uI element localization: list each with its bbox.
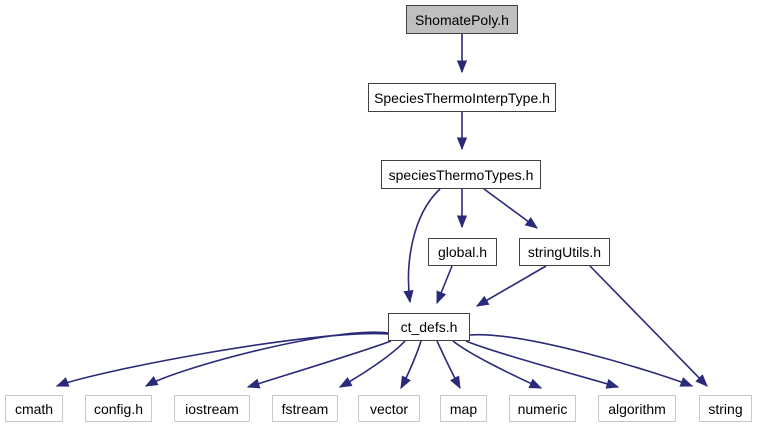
graph-edge-ctdefs-to-numeric (452, 340, 543, 389)
graph-edge-stringutils-to-string (589, 265, 708, 387)
graph-node-label: SpeciesThermoInterpType.h (374, 89, 550, 106)
graph-node-label: cmath (14, 400, 54, 417)
graph-edge-ctdefs-to-fstream (338, 340, 406, 388)
graph-node-label: vector (369, 400, 409, 417)
graph-node-label: global.h (437, 244, 488, 260)
graph-node-label: algorithm (608, 400, 666, 417)
graph-node-label: config.h (93, 400, 144, 417)
graph-node-iostream[interactable]: iostream (174, 395, 250, 422)
graph-node-config[interactable]: config.h (85, 395, 152, 422)
graph-node-fstream[interactable]: fstream (272, 395, 338, 422)
graph-edge-ctdefs-to-config (144, 331, 389, 387)
graph-node-vector[interactable]: vector (358, 395, 420, 422)
graph-edge-stringutils-to-ctdefs (475, 265, 547, 307)
graph-node-algorithm[interactable]: algorithm (598, 395, 676, 422)
graph-node-label: speciesThermoTypes.h (388, 166, 534, 183)
graph-edge-ctdefs-to-string (469, 333, 694, 387)
graph-node-shomatepoly[interactable]: ShomatePoly.h (406, 5, 518, 34)
graph-node-label: iostream (185, 400, 239, 417)
graph-edge-global-to-ctdefs (436, 265, 453, 305)
graph-edge-ctdefs-to-vector (400, 340, 422, 390)
graph-edge-speciestypes-to-ctdefs (403, 188, 441, 304)
graph-node-string[interactable]: string (699, 395, 752, 422)
graph-node-map[interactable]: map (440, 395, 487, 422)
graph-node-label: string (708, 400, 743, 417)
graph-node-stringutils[interactable]: stringUtils.h (519, 238, 610, 266)
graph-edge-ctdefs-to-map (436, 340, 461, 390)
graph-node-label: ct_defs.h (400, 319, 458, 335)
graph-node-global[interactable]: global.h (428, 238, 497, 266)
graph-edge-ctdefs-to-iostream (246, 340, 392, 389)
graph-node-label: stringUtils.h (527, 244, 602, 260)
graph-node-numeric[interactable]: numeric (509, 395, 576, 422)
graph-node-label: ShomatePoly.h (415, 11, 509, 28)
graph-node-cmath[interactable]: cmath (5, 395, 63, 422)
graph-node-label: numeric (517, 400, 568, 417)
graph-edge-speciestypes-to-stringutils (483, 188, 539, 229)
graph-edge-ctdefs-to-algorithm (465, 340, 620, 389)
graph-node-speciestypes[interactable]: speciesThermoTypes.h (381, 160, 541, 189)
graph-node-label: fstream (281, 400, 329, 417)
graph-edge-ctdefs-to-cmath (55, 332, 389, 387)
graph-node-speciesinterp[interactable]: SpeciesThermoInterpType.h (368, 83, 556, 112)
graph-node-ctdefs[interactable]: ct_defs.h (388, 313, 470, 341)
graph-node-label: map (449, 400, 478, 417)
